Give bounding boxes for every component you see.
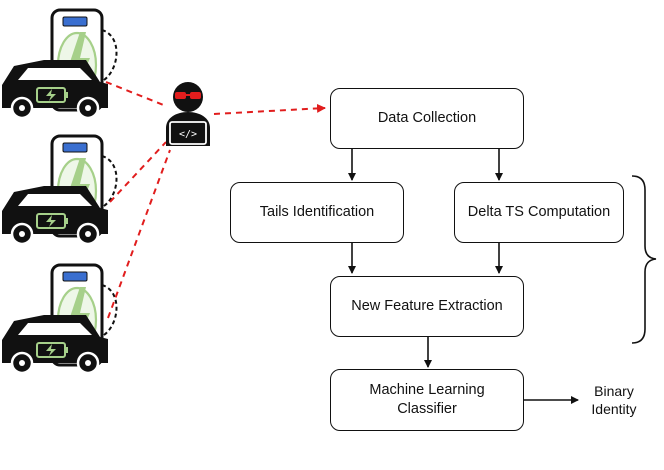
svg-text:</>: </>	[179, 129, 197, 140]
attack-lines	[105, 81, 326, 319]
data-collection-label: Data Collection	[377, 110, 477, 126]
ml-classifier-label-line2: Classifier	[397, 401, 457, 417]
tails-identification-box: Tails Identification	[230, 182, 404, 243]
ml-classifier-label-line1: Machine Learning	[369, 382, 485, 398]
binary-identity-line1: Binary	[594, 383, 634, 399]
grouping-brace	[631, 175, 657, 344]
ev-charging-station-icon-3	[0, 263, 118, 375]
binary-identity-line2: Identity	[591, 401, 637, 417]
delta-ts-computation-box: Delta TS Computation	[454, 182, 624, 243]
delta-ts-computation-label: Delta TS Computation	[467, 204, 611, 220]
hacker-icon: </>	[166, 82, 210, 146]
binary-identity-output: Binary Identity	[582, 382, 646, 418]
ev-charging-station-icon-2	[0, 134, 118, 246]
new-feature-extraction-label: New Feature Extraction	[351, 298, 503, 314]
ev-charging-station-icon-1	[0, 8, 118, 120]
new-feature-extraction-box: New Feature Extraction	[330, 276, 524, 337]
tails-identification-label: Tails Identification	[259, 204, 375, 220]
ml-classifier-box: Machine Learning Classifier	[330, 369, 524, 431]
data-collection-box: Data Collection	[330, 88, 524, 149]
flow-arrows	[348, 149, 579, 404]
